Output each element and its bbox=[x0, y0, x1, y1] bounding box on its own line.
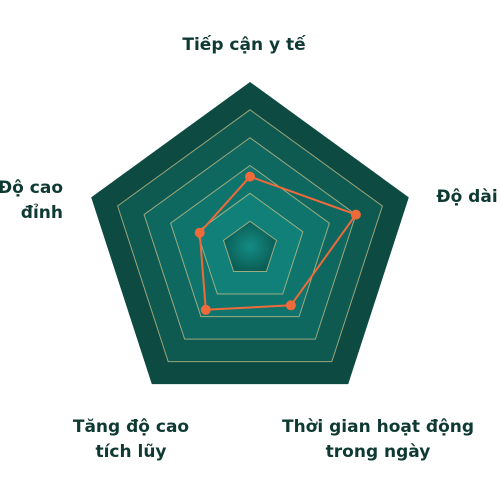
axis-label: Tăng độ cao tích lũy bbox=[73, 417, 189, 462]
axis-label: Độ dài bbox=[436, 187, 497, 207]
series-line bbox=[198, 175, 357, 311]
data-point bbox=[200, 304, 211, 315]
data-point bbox=[245, 171, 255, 182]
series-layer bbox=[194, 171, 361, 315]
axis-label-line: Thời gian hoạt động bbox=[282, 417, 474, 437]
axis-label-line: Độ cao bbox=[0, 178, 63, 198]
axis-label-line: Tăng độ cao bbox=[73, 417, 189, 437]
axis-label-line: Độ dài bbox=[436, 187, 497, 207]
axis-label-line: Tiếp cận y tế bbox=[182, 34, 306, 55]
axis-label: Thời gian hoạt động trong ngày bbox=[282, 417, 474, 462]
data-point bbox=[285, 300, 296, 311]
data-point bbox=[350, 209, 361, 220]
axis-label: Tiếp cận y tế bbox=[182, 34, 306, 55]
radar-grid-ring bbox=[222, 220, 278, 272]
axis-label-line: trong ngày bbox=[326, 442, 431, 462]
data-point bbox=[194, 227, 205, 238]
axis-label-line: đỉnh bbox=[21, 203, 63, 223]
background-layer bbox=[91, 82, 409, 385]
axis-label: Độ cao đỉnh bbox=[0, 178, 63, 223]
axis-label-line: tích lũy bbox=[95, 442, 166, 462]
